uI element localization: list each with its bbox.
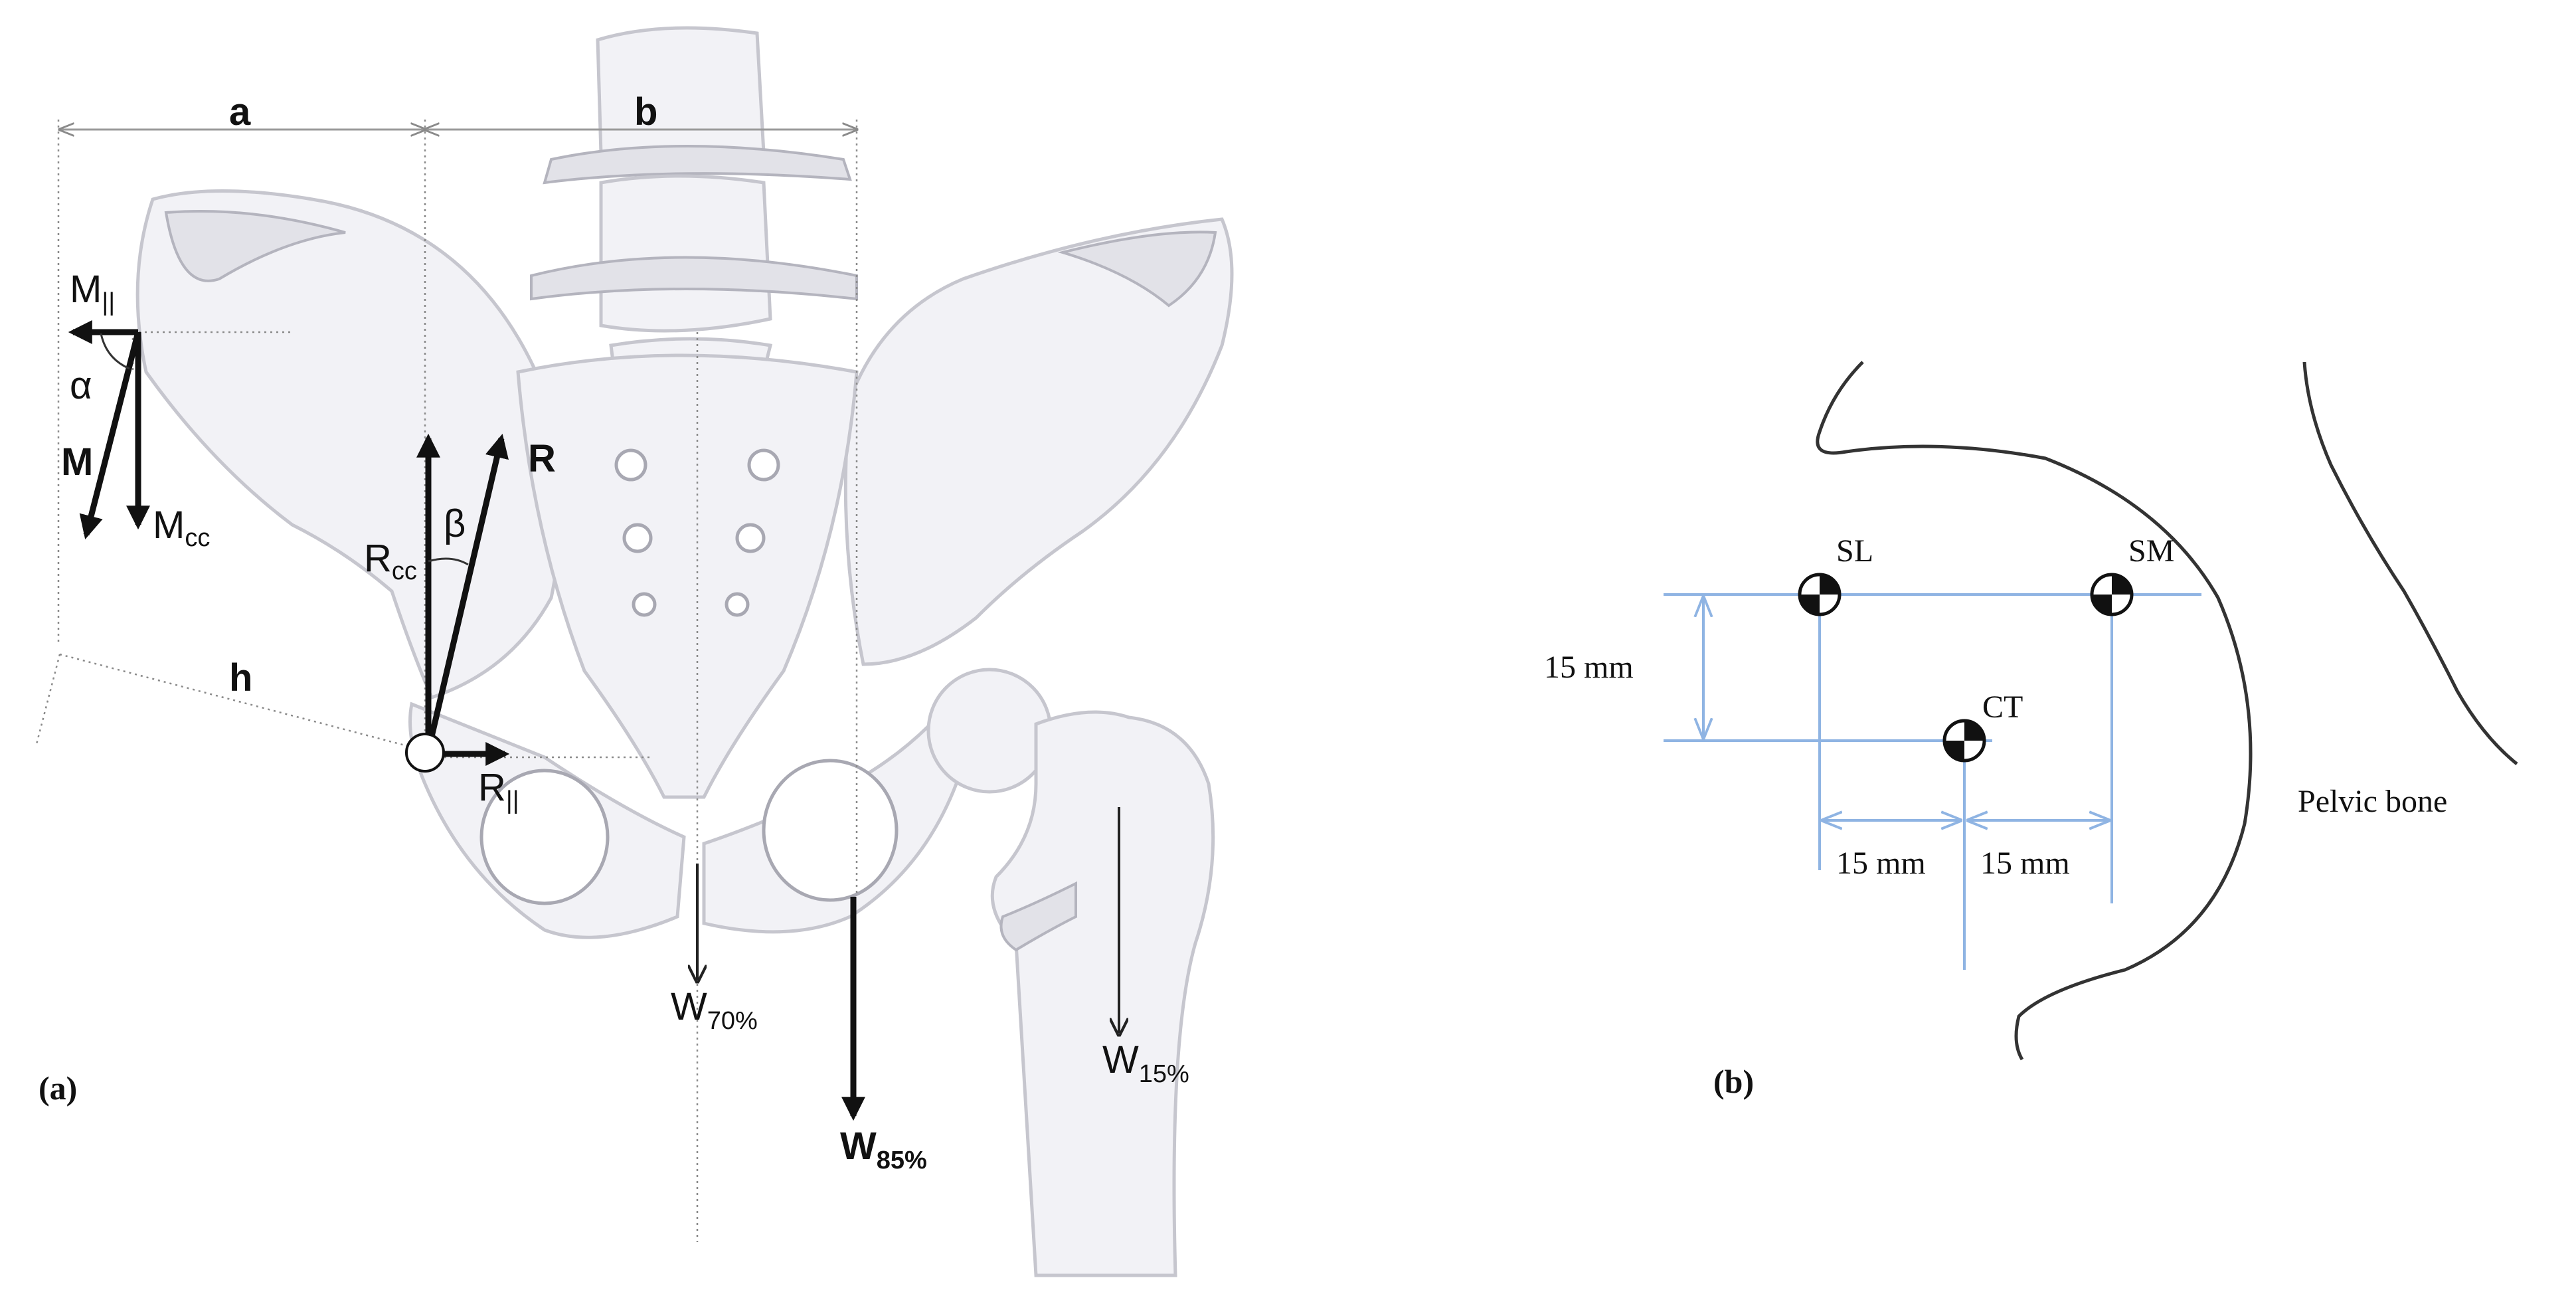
label-dim-left: 15 mm bbox=[1836, 846, 1926, 881]
label-m-parallel-main: M bbox=[70, 268, 102, 311]
label-beta: β bbox=[444, 502, 466, 545]
label-r-cc-sub: cc bbox=[392, 557, 417, 585]
label-w85-main: W bbox=[840, 1125, 877, 1168]
marker-sl bbox=[1798, 573, 1842, 616]
label-a: a bbox=[229, 90, 251, 134]
angle-alpha-arc bbox=[100, 333, 130, 370]
label-m-parallel: M|| bbox=[70, 268, 115, 316]
force-arrows bbox=[68, 320, 1119, 1121]
label-w15: W15% bbox=[1102, 1038, 1189, 1088]
label-sm: SM bbox=[2128, 533, 2174, 569]
label-b: b bbox=[634, 90, 657, 134]
label-w15-main: W bbox=[1102, 1038, 1139, 1081]
label-m-cc-sub: cc bbox=[185, 524, 210, 552]
label-r-parallel-sub: || bbox=[506, 786, 519, 814]
label-r-cc: Rcc bbox=[364, 537, 417, 585]
panel-a-label: (a) bbox=[39, 1069, 77, 1107]
marker-ct bbox=[1942, 719, 1986, 763]
label-m-cc: Mcc bbox=[153, 504, 210, 552]
label-w15-sub: 15% bbox=[1139, 1060, 1189, 1088]
label-m-cc-main: M bbox=[153, 504, 185, 547]
label-m: M bbox=[61, 440, 93, 484]
marker-sm bbox=[2090, 573, 2134, 616]
label-r-cc-main: R bbox=[364, 537, 392, 580]
label-ct: CT bbox=[1982, 690, 2023, 725]
panel-a: a b h α β M M|| Mcc R Rcc R|| W70% W85% … bbox=[35, 26, 1234, 1277]
arrow-m bbox=[79, 331, 141, 539]
label-alpha: α bbox=[70, 364, 92, 407]
acetabulum-outline bbox=[1816, 361, 2253, 1061]
label-dim-right: 15 mm bbox=[1980, 846, 2070, 881]
label-h: h bbox=[229, 656, 252, 699]
label-w70: W70% bbox=[671, 985, 758, 1035]
angle-beta-arc bbox=[428, 557, 469, 566]
label-pelvic-bone: Pelvic bone bbox=[2298, 784, 2447, 819]
label-m-parallel-sub: || bbox=[102, 288, 115, 316]
dim-h-extension bbox=[35, 654, 61, 745]
pelvic-bone-outline bbox=[2302, 361, 2518, 765]
label-w70-main: W bbox=[671, 985, 707, 1028]
label-r: R bbox=[528, 437, 556, 480]
panel-b: SL SM CT 15 mm 15 mm 15 mm Pelvic bone (… bbox=[1544, 361, 2518, 1100]
label-sl: SL bbox=[1836, 533, 1873, 569]
pelvis-illustration bbox=[135, 26, 1234, 1277]
measurement-grid bbox=[1664, 593, 2201, 970]
label-r-parallel: R|| bbox=[478, 766, 519, 814]
hip-joint-center bbox=[405, 733, 445, 773]
label-w85-sub: 85% bbox=[877, 1147, 927, 1174]
label-w70-sub: 70% bbox=[707, 1007, 758, 1035]
label-r-parallel-main: R bbox=[478, 766, 506, 809]
panel-b-label: (b) bbox=[1713, 1063, 1754, 1100]
arrow-r bbox=[425, 433, 509, 752]
label-dim-vertical: 15 mm bbox=[1544, 650, 1634, 685]
label-w85: W85% bbox=[840, 1125, 927, 1174]
